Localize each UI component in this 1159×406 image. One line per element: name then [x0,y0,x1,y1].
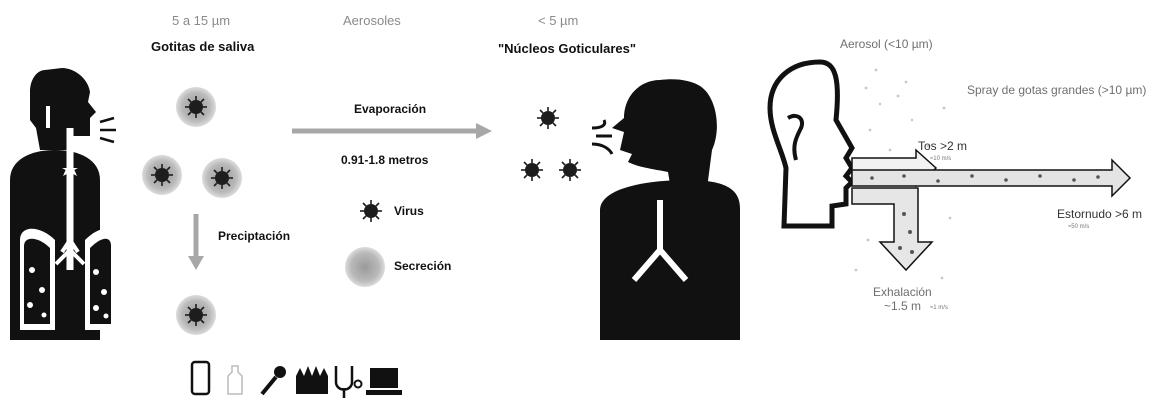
exhalation-distance-label: ~1.5 m [884,300,921,312]
phone-icon [192,362,209,394]
evaporation-label: Evaporación [354,103,426,115]
precipitation-label: Preciptación [218,230,290,242]
cough-speed-label: ≈10 m/s [930,156,951,162]
nuclei-title: "Núcleos Goticulares" [498,42,636,55]
exhalation-arrow [852,188,932,270]
droplet-large [142,155,182,195]
microphone-icon [262,366,286,394]
droplet-settled [176,295,216,335]
hands-icon [296,366,328,394]
laptop-icon [366,368,402,395]
bottle-icon [228,366,242,394]
droplets-title: Gotitas de saliva [151,40,254,53]
cough-label: Tos >2 m [918,140,967,152]
evaporation-arrow [292,123,492,139]
exhalation-label: Exhalación [873,286,932,298]
legend-secretion-icon [345,247,385,287]
person-inhaling-icon [592,79,740,340]
size-small-label: < 5 µm [538,14,578,27]
sneeze-speed-label: ≈50 m/s [1068,224,1089,230]
distance-label: 0.91-1.8 metros [341,154,428,166]
exhalation-speed-label: ≈1 m/s [930,305,948,311]
size-large-label: 5 a 15 µm [172,14,230,27]
nuclei-virus [559,159,581,181]
legend-virus-label: Virus [394,205,424,217]
legend-virus-icon [360,200,382,222]
aerosol-label: Aerosol (<10 µm) [840,38,933,50]
aerosols-label: Aerosoles [343,14,401,27]
spray-label: Spray de gotas grandes (>10 µm) [967,84,1146,96]
sneeze-label: Estornudo >6 m [1057,208,1142,220]
nuclei-virus [537,107,559,129]
droplet-large [202,158,242,198]
legend-secretion-label: Secreción [394,260,451,272]
droplet-large [176,87,216,127]
head-profile-icon [770,62,852,226]
nuclei-virus [521,159,543,181]
precipitation-arrow [188,214,204,270]
person-respiratory-icon [10,68,116,340]
stethoscope-icon [336,366,362,398]
